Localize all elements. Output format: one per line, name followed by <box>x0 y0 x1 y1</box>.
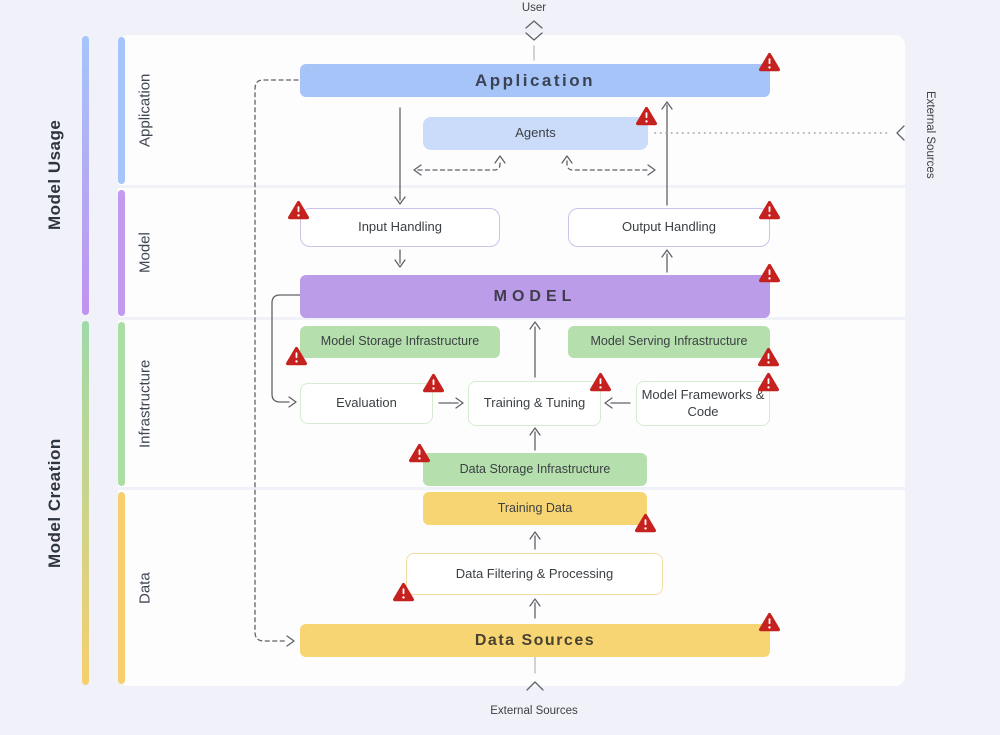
evaluation-node[interactable]: Evaluation <box>300 383 433 424</box>
band-label-infrastructure: Infrastructure <box>136 359 154 448</box>
risk-warning-icon[interactable] <box>422 373 445 393</box>
model-frameworks-code-node[interactable]: Model Frameworks & Code <box>636 381 770 426</box>
band-label-data: Data <box>136 572 154 604</box>
band-label-model: Model <box>136 232 154 273</box>
model-usage-rail <box>82 36 89 315</box>
model-storage-infrastructure-node[interactable]: Model Storage Infrastructure <box>300 326 500 358</box>
infrastructure-band-rail <box>118 322 125 486</box>
model-node[interactable]: MODEL <box>300 275 770 318</box>
risk-warning-icon[interactable] <box>758 263 781 283</box>
risk-warning-icon[interactable] <box>758 200 781 220</box>
data-filtering-processing-node[interactable]: Data Filtering & Processing <box>406 553 663 595</box>
user-chevron-up <box>525 20 543 29</box>
training-data-node[interactable]: Training Data <box>423 492 647 525</box>
risk-warning-icon[interactable] <box>392 582 415 602</box>
model-serving-infrastructure-node[interactable]: Model Serving Infrastructure <box>568 326 770 358</box>
model-usage-label: Model Usage <box>45 119 64 231</box>
risk-warning-icon[interactable] <box>287 200 310 220</box>
risk-warning-icon[interactable] <box>285 346 308 366</box>
risk-warning-icon[interactable] <box>589 372 612 392</box>
data-band-rail <box>118 492 125 684</box>
agents-node[interactable]: Agents <box>423 117 648 150</box>
risk-warning-icon[interactable] <box>635 106 658 126</box>
data-sources-node[interactable]: Data Sources <box>300 624 770 657</box>
risk-warning-icon[interactable] <box>634 513 657 533</box>
application-band-rail <box>118 37 125 184</box>
risk-warning-icon[interactable] <box>757 347 780 367</box>
external-sources-bottom-label: External Sources <box>490 705 578 717</box>
band-application <box>118 35 905 185</box>
model-band-rail <box>118 190 125 316</box>
risk-warning-icon[interactable] <box>408 443 431 463</box>
application-node[interactable]: Application <box>300 64 770 97</box>
risk-warning-icon[interactable] <box>757 372 780 392</box>
data-storage-infrastructure-node[interactable]: Data Storage Infrastructure <box>423 453 647 486</box>
band-label-application: Application <box>136 73 154 147</box>
input-handling-node[interactable]: Input Handling <box>300 208 500 247</box>
model-creation-label: Model Creation <box>45 438 64 568</box>
risk-warning-icon[interactable] <box>758 612 781 632</box>
output-handling-node[interactable]: Output Handling <box>568 208 770 247</box>
external-sources-right-label: External Sources <box>924 91 936 179</box>
training-tuning-node[interactable]: Training & Tuning <box>468 381 601 426</box>
model-creation-rail <box>82 321 89 685</box>
user-label: User <box>521 2 547 14</box>
risk-warning-icon[interactable] <box>758 52 781 72</box>
